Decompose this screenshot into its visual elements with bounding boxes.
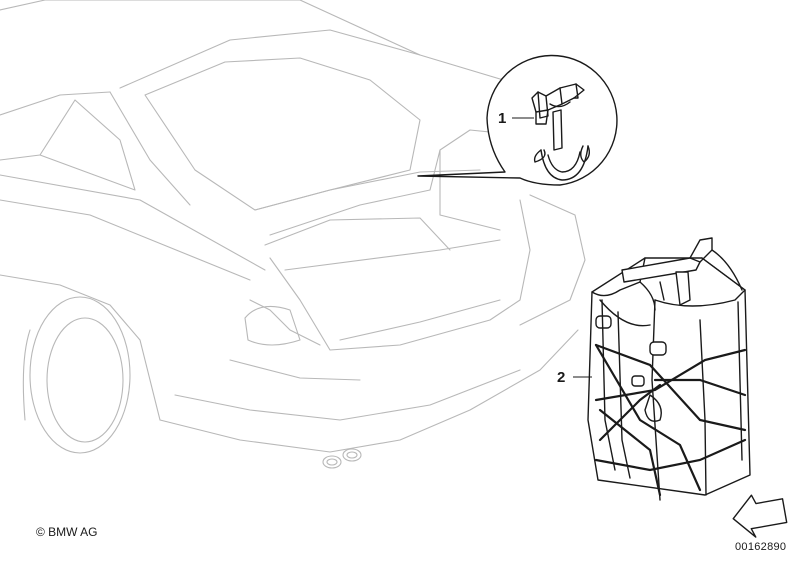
detail-callout-bubble — [417, 54, 618, 186]
callout-1-label: 1 — [498, 110, 507, 127]
vehicle-rear-outline — [0, 0, 586, 469]
copyright-notice: © BMW AG — [36, 525, 98, 539]
hook-icon — [531, 83, 591, 181]
cargo-bag-icon — [587, 237, 751, 501]
document-number: 00162890 — [735, 541, 787, 553]
callout-2-label: 2 — [557, 369, 566, 386]
direction-arrow-icon — [732, 494, 788, 538]
